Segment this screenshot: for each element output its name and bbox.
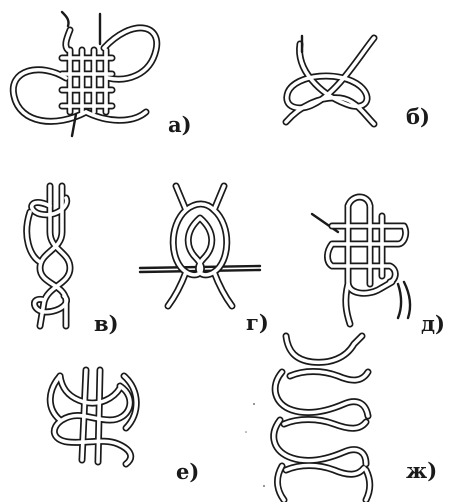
label-d: д) xyxy=(421,313,445,334)
knot-g xyxy=(140,186,260,306)
label-a: а) xyxy=(168,114,192,135)
label-g: г) xyxy=(246,312,269,333)
knot-v xyxy=(27,186,70,326)
knot-d xyxy=(312,197,410,324)
knot-a xyxy=(13,12,157,136)
knot-zh xyxy=(274,336,370,500)
label-zh: ж) xyxy=(406,460,437,481)
label-v: в) xyxy=(94,313,119,334)
knot-e xyxy=(50,370,136,464)
label-b: б) xyxy=(406,106,430,127)
knot-b xyxy=(286,36,374,124)
label-e: е) xyxy=(176,461,199,482)
